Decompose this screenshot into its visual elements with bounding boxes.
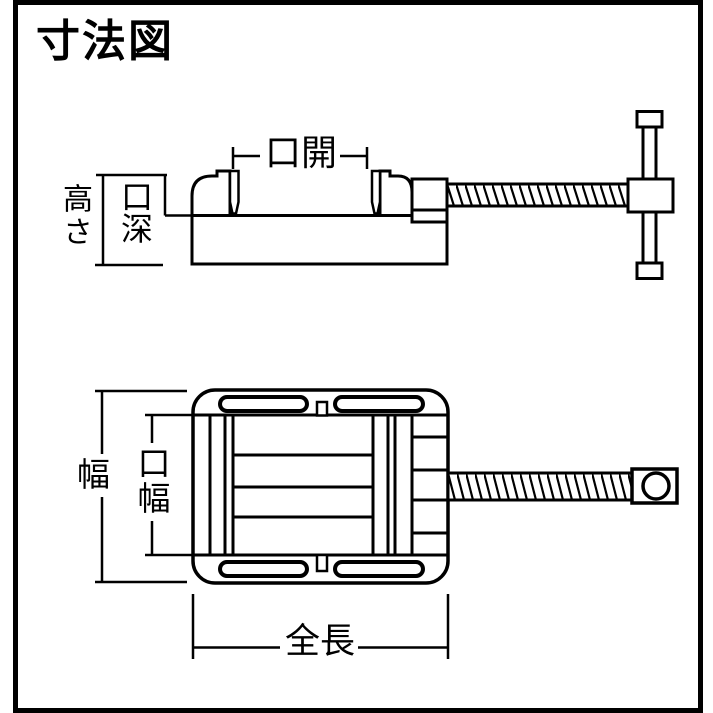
- diagram-border-frame: [13, 0, 703, 713]
- mounting-slot-top-right: [333, 395, 425, 413]
- jaw-opening-dimension-label: 口開: [264, 132, 337, 173]
- lead-screw-threads: [445, 182, 630, 208]
- overall-length-dimension-label: 全長: [284, 622, 355, 661]
- height-dimension-label: 高さ: [58, 183, 91, 249]
- lead-screw-top-threads: [446, 471, 634, 502]
- fixed-jaw-plate: [228, 169, 240, 215]
- top-view-drawing: [95, 388, 679, 659]
- side-view-drawing: [95, 110, 675, 280]
- nut-housing-block: [410, 177, 449, 212]
- bed-groove-lines: [233, 453, 373, 519]
- center-tab-top: [315, 400, 329, 417]
- height-dimension-line: [95, 173, 167, 267]
- overall-length-dimension-line: [191, 594, 450, 659]
- page-title: 寸法図: [36, 17, 174, 66]
- movable-jaw-plate: [370, 169, 382, 215]
- rear-housing-lines: [412, 435, 448, 535]
- width-dimension-line: [95, 389, 187, 584]
- center-tab-bottom: [315, 553, 329, 573]
- handle-hole-circle: [641, 471, 671, 501]
- nut-housing-base: [410, 208, 449, 224]
- movable-jaw: [378, 169, 414, 217]
- jaw-plate-lines: [208, 415, 414, 555]
- screw-nut-block: [626, 177, 675, 214]
- mounting-slot-bottom-left: [218, 560, 309, 578]
- mounting-slot-top-left: [218, 395, 309, 413]
- jaw-width-dimension-line: [145, 413, 193, 557]
- mounting-slot-bottom-right: [333, 560, 425, 578]
- jaw-opening-dimension-line: [231, 147, 369, 169]
- fixed-jaw: [190, 169, 232, 217]
- handle-end-caps: [635, 110, 664, 280]
- jaw-width-dimension-label: 口幅: [133, 446, 170, 516]
- side-view-base-body: [190, 214, 449, 266]
- width-dimension-label: 幅: [77, 456, 110, 493]
- jaw-depth-dimension-label: 口深: [117, 180, 153, 244]
